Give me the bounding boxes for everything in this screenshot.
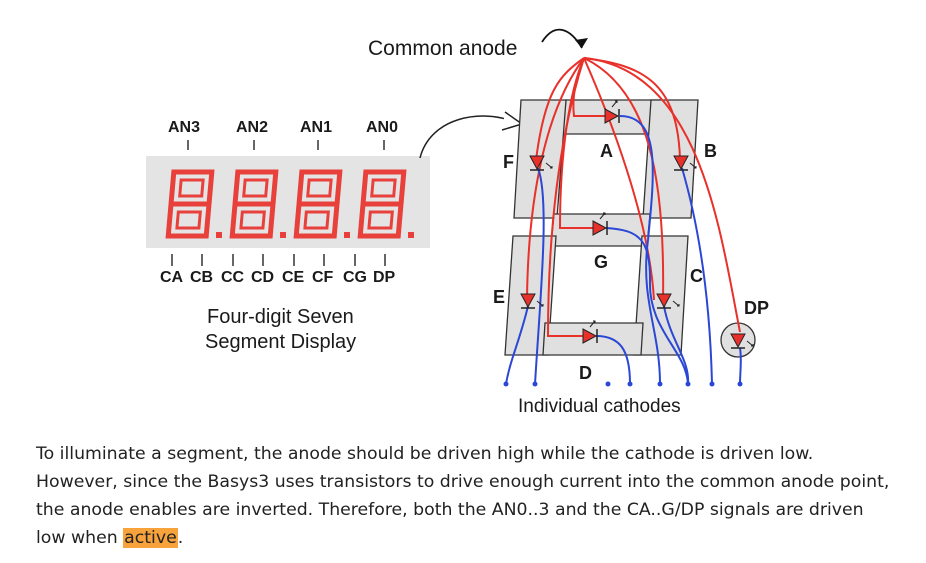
segment-label-e: E bbox=[493, 287, 505, 307]
description-text: To illuminate a segment, the anode shoul… bbox=[36, 444, 890, 548]
anode-labels: AN3 AN2 AN1 AN0 bbox=[168, 119, 398, 150]
individual-cathodes-label: Individual cathodes bbox=[518, 396, 681, 417]
display-to-segment-arrow bbox=[419, 115, 516, 159]
display-caption-line2: Segment Display bbox=[205, 331, 356, 353]
highlighted-word: active bbox=[123, 528, 178, 548]
cathode-label-dp: DP bbox=[373, 269, 396, 286]
led-c bbox=[656, 293, 680, 309]
led-a bbox=[604, 100, 620, 124]
display-digit bbox=[357, 169, 407, 239]
common-anode-label: Common anode bbox=[368, 37, 517, 60]
segment-label-f: F bbox=[503, 152, 514, 172]
segment-label-dp: DP bbox=[744, 298, 769, 318]
cathode-label-cb: CB bbox=[190, 269, 213, 286]
cathode-label-ca: CA bbox=[160, 269, 184, 286]
cathode-label-cd: CD bbox=[251, 269, 274, 286]
decimal-point bbox=[408, 232, 414, 238]
cathode-wires bbox=[505, 115, 742, 385]
seven-segment-diagram: Common anode AN3 AN2 AN1 AN0 CA CB CC CD… bbox=[146, 28, 769, 417]
led-g bbox=[592, 212, 608, 236]
display-digit bbox=[229, 169, 279, 239]
anode-wires bbox=[526, 57, 741, 337]
display-digit bbox=[293, 169, 343, 239]
cathode-ticks bbox=[171, 254, 386, 266]
segment-labels: A B C D E F G DP bbox=[493, 141, 769, 383]
anode-label-an1: AN1 bbox=[300, 119, 332, 136]
segment-label-g: G bbox=[594, 252, 608, 272]
anode-label-an0: AN0 bbox=[366, 119, 398, 136]
led-dp bbox=[730, 333, 754, 349]
cathode-label-cf: CF bbox=[312, 269, 334, 286]
decimal-point bbox=[216, 232, 222, 238]
segment-label-d: D bbox=[579, 363, 592, 383]
led-d bbox=[582, 320, 598, 344]
display-digits bbox=[165, 169, 414, 239]
cathode-label-cc: CC bbox=[221, 269, 245, 286]
display-digit bbox=[165, 169, 215, 239]
cathode-label-cg: CG bbox=[343, 269, 367, 286]
segment-label-c: C bbox=[690, 266, 703, 286]
decimal-point bbox=[280, 232, 286, 238]
led-f bbox=[529, 155, 553, 171]
common-anode-pointer bbox=[541, 28, 583, 49]
led-e bbox=[520, 293, 544, 309]
segment-label-a: A bbox=[600, 141, 613, 161]
display-caption-line1: Four-digit Seven bbox=[207, 306, 354, 328]
common-anode-arrowhead bbox=[575, 38, 588, 48]
segment-leds bbox=[520, 100, 754, 349]
cathode-terminals bbox=[503, 381, 743, 387]
cathode-labels: CA CB CC CD CE CF CG DP bbox=[160, 269, 396, 286]
cathode-label-ce: CE bbox=[282, 269, 305, 286]
description-paragraph: To illuminate a segment, the anode shoul… bbox=[36, 440, 896, 552]
anode-label-an2: AN2 bbox=[236, 119, 268, 136]
anode-label-an3: AN3 bbox=[168, 119, 200, 136]
segment-label-b: B bbox=[704, 141, 717, 161]
segment-bars bbox=[504, 99, 699, 356]
led-b bbox=[673, 155, 697, 171]
decimal-point bbox=[344, 232, 350, 238]
description-end: . bbox=[177, 528, 184, 548]
segment-bar-d bbox=[542, 322, 644, 356]
